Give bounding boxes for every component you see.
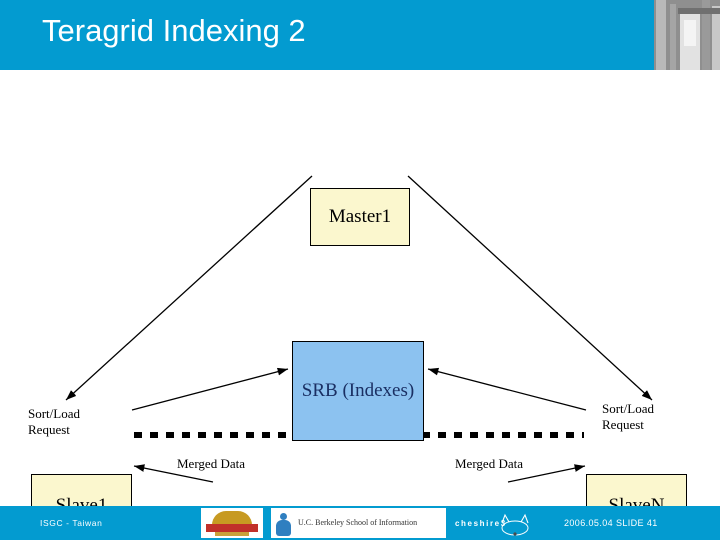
label-sortload-request-right: Sort/Load Request [602,401,654,432]
header-bar [0,0,720,70]
page-title: Teragrid Indexing 2 [42,13,306,48]
edge-slaven-to-srb [427,367,587,411]
header-photo [654,0,720,70]
node-srb[interactable]: SRB (Indexes) [292,341,424,441]
cheshire-cat-icon [501,513,529,536]
berkeley-logo-text: U.C. Berkeley School of Information [298,518,418,527]
edge-master1-to-slaven [407,175,653,401]
berkeley-school-of-information-logo: U.C. Berkeley School of Information [271,508,446,538]
node-master1[interactable]: Master1 [310,188,410,246]
label-merged-data-right: Merged Data [455,456,523,471]
cheshire3-logo-text: cheshire3 [455,519,507,528]
label-merged-data-left: Merged Data [177,456,245,471]
label-sortload-request-left: Sort/Load Request [28,406,80,437]
isgc-logo [201,508,263,538]
footer-slide-number: 2006.05.04 SLIDE 41 [564,518,658,528]
diagram-canvas: Master1 SRB (Indexes) Slave1 SlaveN GPFS… [0,70,720,540]
edge-gpfs-to-slave1 [133,464,214,483]
cheshire3-logo: cheshire3 [455,513,551,537]
edge-gpfs-to-slaven [507,464,586,483]
edge-slave1-to-srb [131,367,289,411]
footer-conference-label: ISGC - Taiwan [40,518,103,528]
edge-master1-to-slave1 [65,175,313,401]
